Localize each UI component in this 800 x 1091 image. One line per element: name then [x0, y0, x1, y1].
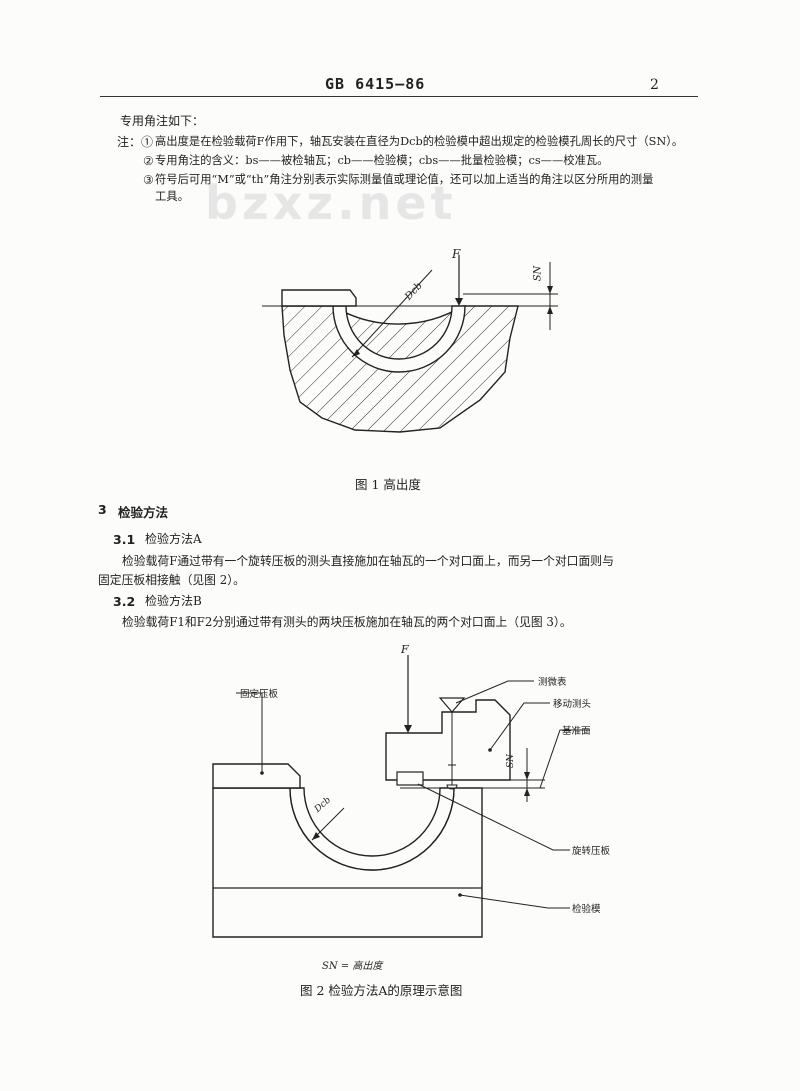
section-3-1-line-1: 检验载荷F通过带有一个旋转压板的测头直接施加在轴瓦的一个对口面上，而另一个对口面…	[122, 554, 614, 568]
note-1-marker: 注：①	[117, 135, 154, 149]
page-number: 2	[650, 77, 659, 93]
standard-code: GB 6415—86	[325, 75, 426, 93]
note-1-text: 高出度是在检验载荷F作用下，轴瓦安装在直径为Dcb的检验模中超出规定的检验模孔周…	[155, 135, 684, 148]
fig2-rotating-plate	[396, 771, 424, 786]
section-3-1-title: 检验方法A	[145, 532, 202, 546]
figure-1-caption: 图 1 高出度	[355, 477, 421, 492]
fig2-height-label: SN	[506, 753, 517, 769]
section-3-2-line-1: 检验载荷F1和F2分别通过带有测头的两块压板施加在轴瓦的两个对口面上（见图 3）…	[122, 615, 572, 629]
note-3-marker: ③	[143, 173, 154, 187]
fig2-moving-head-label: 移动测头	[553, 699, 592, 710]
fig2-dial-gauge	[438, 697, 466, 713]
figure-2-caption: 图 2 检验方法A的原理示意图	[300, 983, 463, 998]
notes-intro: 专用角注如下：	[120, 114, 205, 128]
section-3-title: 检验方法	[118, 505, 169, 520]
header-rule	[100, 96, 698, 97]
fig2-moving-head	[385, 699, 511, 781]
fig2-footnote: SN = 高出度	[322, 961, 383, 972]
section-3-number: 3	[98, 502, 107, 517]
section-3-2-number: 3.2	[113, 594, 136, 609]
note-3-text: 符号后可用“M”或“th”角注分别表示实际测量值或理论值，还可以加上适当的角注以…	[155, 173, 654, 186]
fig2-test-block-label: 检验模	[572, 904, 601, 915]
fig2-force-label: F	[401, 643, 409, 656]
section-3-1-line-2: 固定压板相接触（见图 2）。	[98, 573, 245, 587]
fig2-datum-plane-label: 基准面	[562, 726, 591, 737]
fig2-fixed-plate-label: 固定压板	[240, 689, 279, 700]
watermark: bzxz.net	[205, 176, 457, 230]
fig1-force-label: F	[452, 247, 461, 261]
section-3-2-title: 检验方法B	[145, 594, 202, 608]
note-3-continuation: 工具。	[155, 190, 189, 203]
fig2-fixed-plate	[212, 763, 301, 789]
fig2-dial-gauge-label: 测微表	[538, 677, 567, 688]
section-3-1-number: 3.1	[113, 532, 136, 547]
note-2-marker: ②	[143, 154, 154, 168]
fig2-rotating-plate-label: 旋转压板	[572, 846, 611, 857]
note-2-text: 专用角注的含义：bs——被检轴瓦；cb——检验模；cbs——批量检验模；cs——…	[155, 154, 609, 167]
